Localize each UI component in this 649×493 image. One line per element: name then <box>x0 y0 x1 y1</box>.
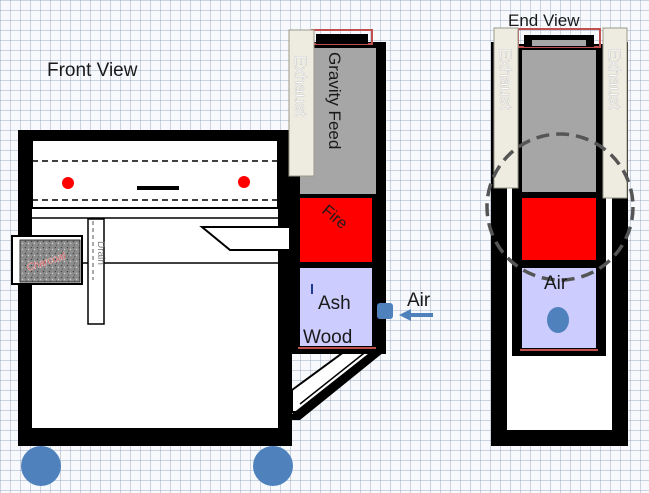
ash-label: Ash <box>318 293 351 314</box>
exhaust-label: Exhaust <box>291 55 310 117</box>
drain-label: Drain <box>95 241 106 265</box>
end-air-label: Air <box>544 273 568 294</box>
end-exhaust-right <box>602 27 628 199</box>
ash-chamber <box>300 268 372 346</box>
lid <box>31 139 279 209</box>
firebox-brace <box>291 345 377 413</box>
end-air-inlet-icon <box>547 307 569 333</box>
right-temp-gauge-icon <box>238 176 250 188</box>
end-exhaust-right-label: Exhaust <box>605 48 624 110</box>
charcoal-texture <box>20 240 80 282</box>
air-arrow-icon <box>399 309 433 321</box>
exhaust-stack <box>288 29 315 177</box>
right-wheel-icon <box>253 446 293 486</box>
end-cook-chamber-outline <box>485 132 635 282</box>
gravity-feed-label: Gravity Feed <box>325 52 344 149</box>
left-wheel-icon <box>21 446 61 486</box>
end-fire-chamber <box>522 198 596 260</box>
chamber-right-wall <box>278 130 292 446</box>
fire-chamber <box>300 198 372 262</box>
air-inlet-icon <box>377 303 393 319</box>
end-exhaust-left-label: Exhaust <box>496 48 515 110</box>
brace-line-inner <box>299 349 369 405</box>
end-frame-floor <box>491 430 628 446</box>
ash-door-latch <box>311 284 313 294</box>
front-view: Front View Drain Charcoal <box>11 29 433 486</box>
end-hopper <box>522 50 596 192</box>
hopper-cap-inner <box>316 34 368 44</box>
lid-handle <box>137 186 179 190</box>
chamber-floor <box>18 428 292 446</box>
wood-label: Wood <box>303 327 352 348</box>
brace-strut <box>292 346 384 420</box>
air-label: Air <box>407 290 431 311</box>
left-temp-gauge-icon <box>62 177 74 189</box>
chamber-left-wall <box>18 130 32 446</box>
chamber-top-wall <box>18 130 292 140</box>
end-exhaust-left <box>493 27 519 189</box>
end-view: End View Exhaust Exhaust Air <box>485 11 635 446</box>
end-view-title: End View <box>508 11 580 30</box>
end-hopper-cap-slot <box>532 40 586 46</box>
front-view-title: Front View <box>47 60 138 81</box>
drain-tube <box>87 218 105 325</box>
